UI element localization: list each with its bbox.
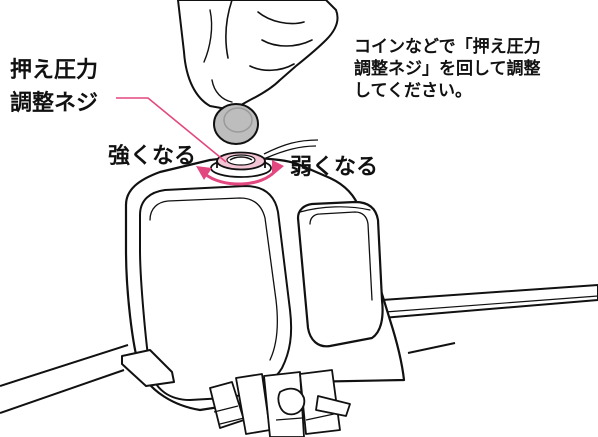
presser-arm: [381, 284, 598, 319]
part-label-line2: 調整ネジ: [10, 91, 99, 116]
instruction-line3: してください。: [354, 81, 472, 101]
part-label-line1: 押え圧力: [10, 58, 99, 83]
thread: [263, 139, 319, 159]
coin-illustration: [213, 103, 259, 145]
instruction-line1: コインなどで「押え圧力: [354, 37, 541, 57]
curved-arrow-icon: [196, 160, 284, 186]
stronger-label: 強くなる: [108, 144, 197, 169]
weaker-label: 弱くなる: [290, 155, 379, 180]
hand-illustration: [177, 0, 339, 111]
instruction-line2: 調整ネジ」を回して調整: [354, 59, 541, 79]
machine-bed: [0, 342, 456, 414]
presser-foot: [209, 369, 351, 437]
pressure-adjustment-screw: [210, 151, 272, 178]
leader-line: [116, 97, 227, 163]
machine-head: [121, 156, 406, 412]
